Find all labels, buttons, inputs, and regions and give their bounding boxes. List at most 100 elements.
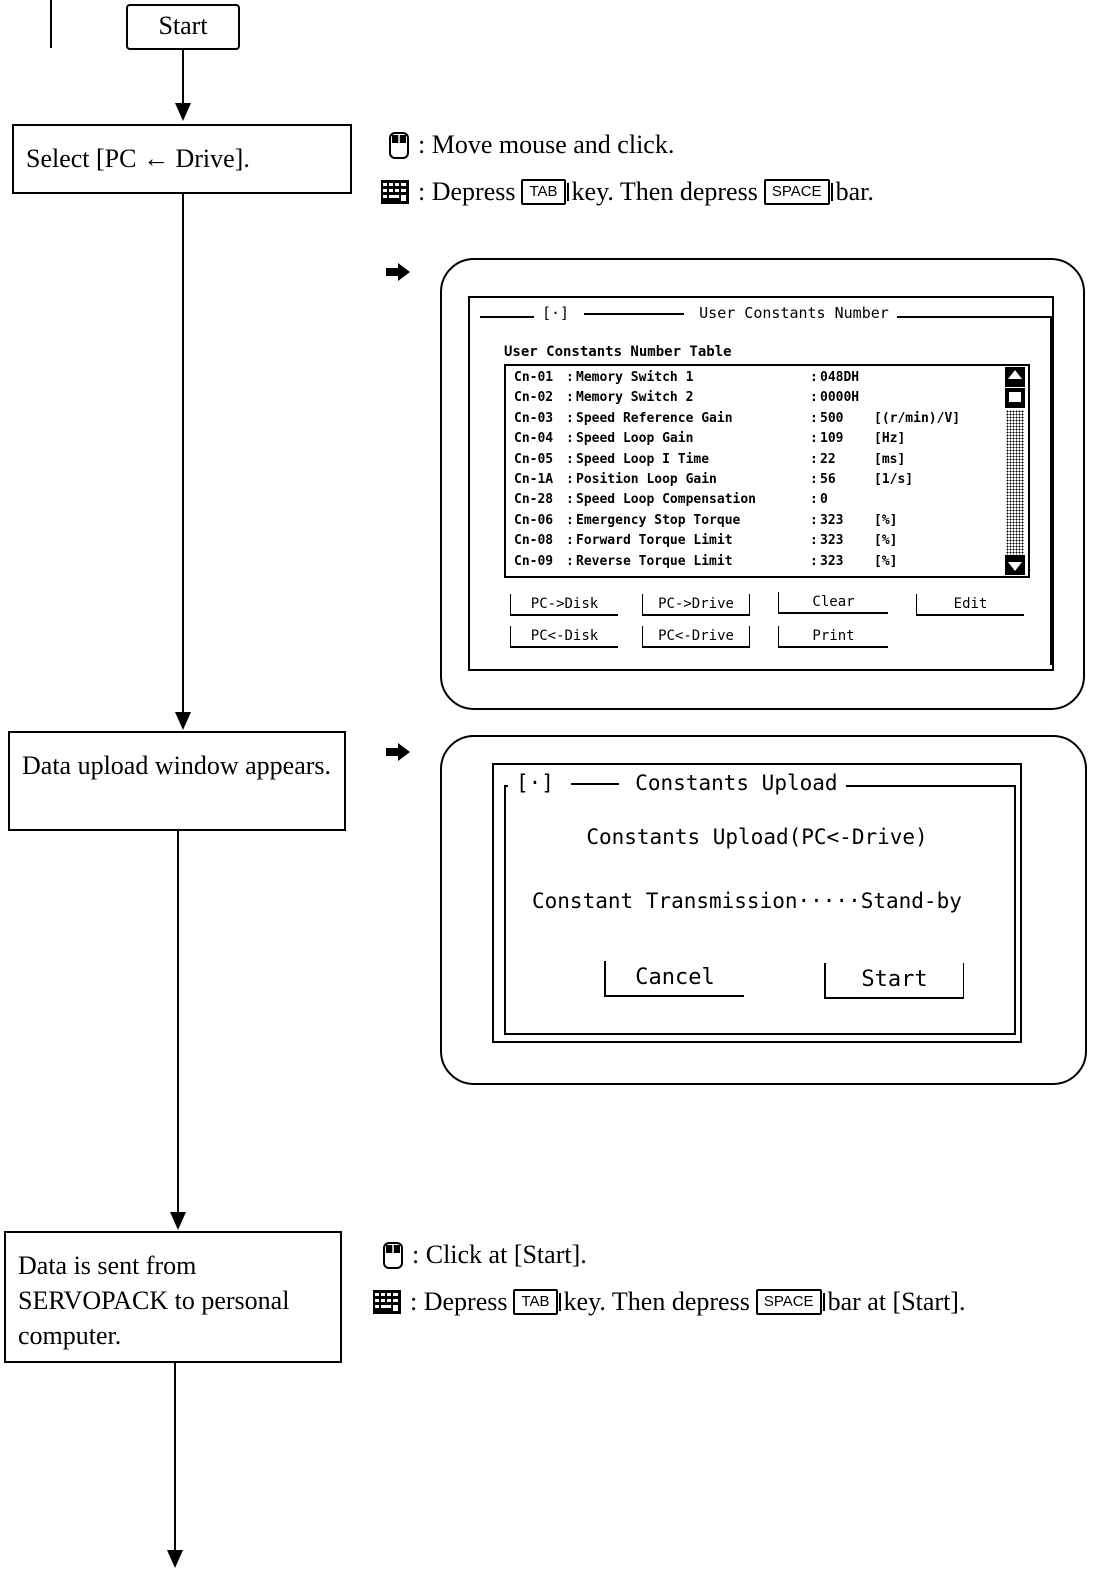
constant-id: Cn-02 [514, 390, 554, 406]
field-separator: : [810, 472, 818, 487]
scrollbar[interactable] [1004, 366, 1026, 576]
step-3-text: Data is sent from SERVOPACK to personal … [18, 1251, 290, 1350]
field-separator: : [566, 553, 574, 569]
mouse-icon [383, 1242, 403, 1269]
constant-value: 048DH [820, 370, 860, 385]
upload-dialog-screenshot: [·] Constants Upload Constants Upload(PC… [440, 735, 1087, 1085]
clear-button[interactable]: Clear [778, 592, 888, 614]
constant-id: Cn-03 [514, 410, 554, 426]
constant-value: 323 [820, 533, 844, 549]
constant-id: Cn-06 [514, 512, 554, 528]
dialog-title: Constants Upload [635, 771, 838, 795]
field-separator: : [810, 492, 818, 508]
constant-name: Speed Loop I Time [576, 451, 710, 467]
constant-id: Cn-05 [514, 451, 554, 467]
scroll-track[interactable] [1006, 410, 1024, 556]
scroll-up-icon[interactable] [1004, 366, 1026, 388]
constant-name: Speed Reference Gain [576, 410, 733, 426]
flow-connector-2 [182, 194, 184, 714]
tab-key-icon: TAB [513, 1289, 561, 1315]
constant-name: Position Loop Gain [576, 472, 717, 487]
field-separator: : [810, 451, 818, 467]
constant-unit: [ms] [874, 451, 906, 467]
constant-name: Memory Switch 2 [576, 390, 694, 406]
flow-connector-3 [177, 831, 179, 1214]
field-separator: : [566, 492, 574, 508]
constants-window-screenshot: [·] User Constants Number User Constants… [440, 258, 1085, 710]
flow-arrow-2 [175, 712, 191, 730]
pc-from-drive-button[interactable]: PC<-Drive [642, 626, 750, 648]
constant-id: Cn-09 [514, 553, 554, 569]
constant-unit: [Hz] [874, 431, 906, 447]
edit-button[interactable]: Edit [916, 594, 1024, 616]
transmission-status: Constant Transmission·····Stand-by [532, 889, 962, 913]
space-key-icon: SPACE [763, 179, 833, 205]
step-1-text: Select [PC ← Drive]. [26, 144, 250, 173]
field-separator: : [566, 410, 574, 426]
field-separator: : [566, 370, 574, 385]
keyboard-instruction-1-suffix: bar. [835, 177, 874, 206]
keyboard-icon [373, 1290, 401, 1314]
tab-key-icon: TAB [521, 179, 569, 205]
dialog-control-box[interactable]: [·] [516, 771, 554, 795]
constant-value: 0 [820, 492, 828, 508]
field-separator: : [810, 410, 818, 426]
constant-name: Speed Loop Gain [576, 431, 694, 447]
keyboard-instruction-1: : Depress TAB key. Then depress SPACE ba… [380, 177, 874, 207]
constant-value: 500 [820, 410, 844, 426]
field-separator: : [810, 370, 818, 385]
pointer-arrow-icon [386, 263, 410, 281]
keyboard-instruction-2-prefix: : Depress [410, 1287, 508, 1316]
constant-id: Cn-04 [514, 431, 554, 447]
constant-id: Cn-28 [514, 492, 554, 508]
field-separator: : [566, 451, 574, 467]
pointer-arrow-icon [386, 743, 410, 761]
space-key-icon: SPACE [755, 1289, 825, 1315]
start-button[interactable]: Start [824, 963, 964, 999]
constant-unit: [(r/min)/V] [874, 410, 961, 426]
mouse-instruction-1-text: : Move mouse and click. [418, 130, 675, 159]
field-separator: : [810, 553, 818, 569]
constant-value: 109 [820, 431, 844, 447]
upload-dialog: [·] Constants Upload Constants Upload(PC… [492, 763, 1022, 1043]
field-separator: : [810, 533, 818, 549]
pc-from-disk-button[interactable]: PC<-Disk [510, 626, 618, 648]
scroll-down-icon[interactable] [1004, 554, 1026, 576]
window-titlebar: [·] User Constants Number [534, 304, 897, 322]
constant-row[interactable]: Cn-03 Speed Reference Gain 500 [(r/min)/V]:… [514, 411, 994, 431]
keyboard-instruction-1-prefix: : Depress [418, 177, 516, 206]
dialog-heading: Constants Upload(PC<-Drive) [586, 825, 928, 849]
field-separator: : [810, 390, 818, 406]
mouse-icon [389, 132, 409, 159]
flow-connector-4 [174, 1363, 176, 1553]
constants-window: [·] User Constants Number User Constants… [468, 296, 1054, 671]
pc-to-disk-button[interactable]: PC->Disk [510, 594, 618, 616]
constant-id: Cn-08 [514, 533, 554, 549]
field-separator: : [810, 512, 818, 528]
flow-arrow-4 [167, 1550, 183, 1568]
step-2-text: Data upload window appears. [22, 751, 332, 780]
scroll-thumb[interactable] [1005, 388, 1025, 408]
window-control-box[interactable]: [·] [542, 304, 570, 322]
dialog-titlebar: [·] Constants Upload [508, 771, 846, 795]
field-separator: : [566, 472, 574, 487]
cancel-button[interactable]: Cancel [604, 961, 744, 997]
constant-id: Cn-1A [514, 472, 554, 487]
keyboard-instruction-2-mid: key. Then depress [563, 1287, 750, 1316]
mouse-instruction-2: : Click at [Start]. [382, 1240, 587, 1270]
print-button[interactable]: Print [778, 626, 888, 648]
constant-unit: [%] [874, 512, 898, 528]
keyboard-instruction-2-suffix: bar at [Start]. [827, 1287, 966, 1316]
pc-to-drive-button[interactable]: PC->Drive [642, 594, 750, 616]
constant-unit: [%] [874, 553, 898, 569]
